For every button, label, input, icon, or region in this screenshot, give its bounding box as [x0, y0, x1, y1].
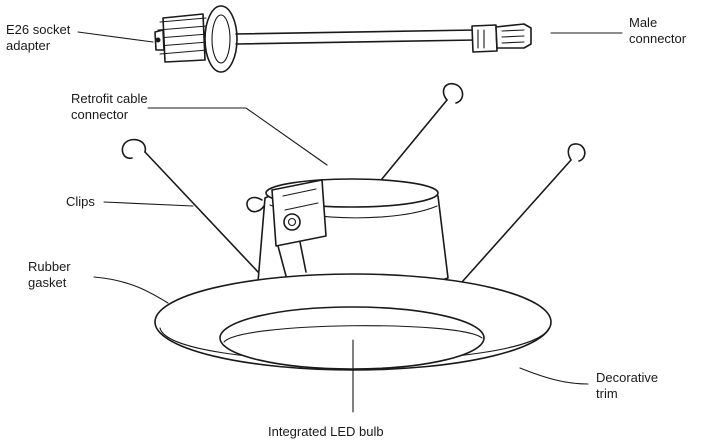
label-e26-line2: adapter: [6, 38, 51, 53]
leader-rubber-gasket: [93, 276, 169, 304]
housing-part: [246, 178, 449, 293]
adapter-cable: [235, 29, 477, 45]
label-led-line1: Integrated LED bulb: [268, 424, 384, 439]
label-retrofit-cable-connector: Retrofit cable connector: [71, 91, 148, 123]
e26-socket-adapter-part: [154, 5, 238, 73]
label-e26-socket-adapter: E26 socket adapter: [6, 22, 70, 54]
label-male-line2: connector: [629, 31, 687, 46]
label-retrofit-line2: connector: [71, 107, 129, 122]
label-male-connector: Male connector: [629, 15, 686, 47]
label-male-line1: Male: [629, 15, 658, 30]
label-decorative-trim: Decorative trim: [596, 370, 658, 402]
label-trim-line1: Decorative: [596, 370, 659, 385]
leader-lines: [77, 31, 623, 413]
label-integrated-led-bulb: Integrated LED bulb: [268, 424, 384, 440]
leader-e26-adapter: [77, 31, 154, 43]
label-e26-line1: E26 socket: [6, 22, 71, 37]
label-gasket-line1: Rubber: [28, 259, 71, 274]
label-gasket-line2: gasket: [28, 275, 67, 290]
decorative-trim-part: [154, 273, 552, 371]
leader-decorative-trim: [519, 367, 589, 385]
leader-retrofit-connector: [147, 107, 328, 166]
label-clips-line1: Clips: [66, 194, 95, 209]
label-rubber-gasket: Rubber gasket: [28, 259, 71, 291]
label-trim-line2: trim: [596, 386, 618, 401]
male-connector-part: [471, 23, 532, 53]
label-clips: Clips: [66, 194, 95, 210]
clip-left: [121, 138, 276, 291]
leader-clips: [103, 201, 194, 207]
label-retrofit-line1: Retrofit cable: [71, 91, 148, 106]
clip-right: [461, 143, 586, 283]
